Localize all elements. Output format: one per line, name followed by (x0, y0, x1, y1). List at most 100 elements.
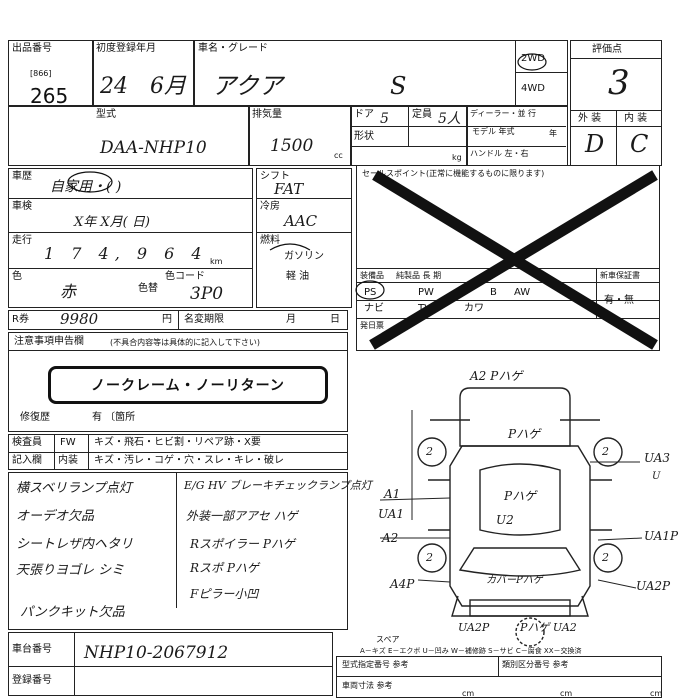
car-diagram (428, 387, 612, 617)
lot-number: 265 (30, 84, 69, 108)
right-note-3: Rスポイラー Pハゲ (190, 537, 295, 551)
mark-tire-fr: 2 (602, 445, 609, 458)
chassis-label: 車台番号 (12, 644, 52, 655)
equip-label: 装備品 (360, 271, 384, 280)
mark-a2-top: A2 Pハゲ (470, 369, 523, 383)
shift-label: シフト (260, 171, 290, 182)
recycle-label: R券 (12, 314, 29, 325)
first-reg-year: 24 (100, 74, 128, 99)
capacity-value: 5人 (438, 111, 461, 127)
details-block (8, 168, 253, 308)
mark-tire-rl: 2 (426, 551, 433, 564)
equip-aw: AW (514, 287, 531, 298)
color-code-label: 色コード (165, 271, 205, 282)
mark-ua3: UA3 (644, 451, 671, 465)
color-value: 赤 (60, 282, 77, 301)
reg-label: 登録番号 (12, 675, 52, 686)
capacity-label: 定員 (412, 109, 432, 120)
fw-items: キズ・飛石・ヒビ割・リペア跡・X要 (94, 437, 261, 448)
sales-point-block (356, 165, 660, 351)
left-note-4: 天張りヨゴレ シミ (16, 563, 125, 578)
int-row-label: 内装 (58, 455, 78, 466)
chassis-value: NHP10-2067912 (84, 643, 229, 663)
equip-pw: PW (418, 287, 434, 298)
tire-icons (417, 437, 623, 647)
color-code-value: 3P0 (190, 284, 224, 304)
inspection-label: 車検 (12, 201, 32, 212)
name-change-label: 名変期限 (184, 314, 224, 325)
equip-leather: カワ (464, 303, 484, 314)
history-label: 車歴 (12, 171, 32, 182)
equip-ps: PS (364, 287, 377, 298)
lot-label: 出品番号 (12, 43, 52, 54)
name-change-day: 日 (330, 314, 340, 325)
notice-label: 注意事項申告欄 (14, 336, 84, 347)
handle-label: ハンドル 左・右 (470, 149, 529, 158)
name-change-month: 月 (286, 314, 296, 325)
mark-a2-left: A2 (382, 531, 399, 545)
repair-value: 有 〔箇所 (92, 412, 136, 423)
equip-b: B (490, 287, 497, 298)
notice-block (8, 332, 348, 432)
yen-unit: 円 (162, 314, 172, 325)
mileage-label: 走行 (12, 235, 32, 246)
mark-rear-ua2: Pハゲ UA2 (520, 621, 577, 634)
notice-sub: (不具合内容等は具体的に記入して下さい) (110, 338, 261, 347)
mark-ua1p: UA1P (644, 529, 679, 543)
spare-label: スペア (376, 635, 400, 644)
mileage-unit: km (210, 257, 223, 266)
mileage-value: 1 7 4, 9 6 4 (44, 244, 208, 263)
model-label: 車名・グレード (198, 43, 268, 54)
area-label-2: 類別区分番号 参考 (502, 660, 569, 669)
shift-value: FAT (274, 180, 304, 198)
dealer-label: ディーラー・並 行 (470, 109, 536, 118)
shape-label: 形状 (354, 131, 374, 142)
date-label: 発日票 (360, 321, 384, 330)
mark-roof-u2: U2 (496, 513, 514, 527)
ext-label: 外 装 (578, 113, 602, 124)
inspection-value: X年 X月( 日) (74, 215, 150, 230)
drive-4wd: 4WD (521, 83, 545, 94)
mark-ua2p-right: UA2P (636, 579, 671, 593)
score-label: 評価点 (592, 44, 622, 55)
model-name: アクア (212, 72, 283, 100)
left-note-3: シートレザ内ヘタリ (16, 537, 134, 552)
mark-ua1: UA1 (378, 507, 405, 521)
grade: S (390, 72, 407, 100)
year-unit: 年 (549, 129, 557, 138)
right-note-1: E/G HV ブレーキチェックランプ点灯 (184, 479, 372, 492)
fw-label: FW (60, 437, 76, 448)
int-items: キズ・汚レ・コゲ・穴・スレ・キレ・破レ (94, 455, 284, 466)
damage-legend: A－キズ E－エクボ U－凹み W－補修跡 S－サビ C－腐食 XX－交換済 (360, 647, 582, 655)
cm-3: cm (650, 689, 663, 698)
repair-label: 修復歴 (20, 412, 50, 423)
mark-ua2p-rear: UA2P (458, 621, 490, 634)
fuel-options: 軽 油 (286, 271, 310, 282)
model-year-label: モデル 年式 (472, 127, 515, 136)
doors-value: 5 (380, 111, 389, 127)
sales-point-label: セールスポイント(正常に機能するものに限ります) (362, 169, 545, 178)
size-label: 車両寸法 参考 (342, 681, 393, 690)
right-note-5: Fピラー小凹 (190, 587, 259, 601)
fuel-value: ガソリン (284, 251, 324, 262)
ac-label: 冷房 (260, 201, 280, 212)
disp-value: 1500 (270, 136, 314, 156)
int-label: 内 装 (624, 113, 648, 124)
warranty-label: 新車保証書 (600, 271, 640, 280)
cross-stroke-2 (369, 170, 658, 350)
mark-roof: Pハゲ (504, 489, 537, 503)
mark-tire-rr: 2 (602, 551, 609, 564)
right-note-4: Rスポ Pハゲ (190, 561, 259, 575)
remarks-block (8, 472, 348, 630)
recycle-value: 9980 (60, 310, 99, 328)
mark-cover: カバーPハゲ (486, 575, 543, 586)
doors-label: ドア (354, 109, 374, 120)
change-label: 色替 (138, 283, 158, 294)
type-label: 型式 (96, 109, 116, 120)
int-value: C (630, 130, 649, 158)
inspector-label: 検査員 (12, 437, 42, 448)
ac-value: AAC (284, 212, 318, 230)
ref-block (336, 656, 662, 698)
cm-2: cm (560, 689, 573, 698)
